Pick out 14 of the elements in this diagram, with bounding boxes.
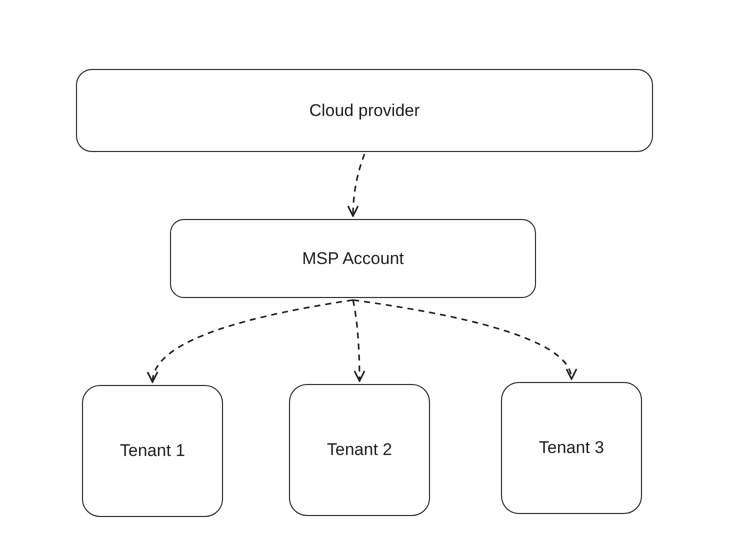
box-label: Tenant 2 <box>326 439 392 462</box>
dashed-arrow <box>352 300 366 382</box>
box-label: MSP Account <box>302 248 404 270</box>
rounded-box <box>501 382 642 514</box>
dashed-arrow <box>352 299 576 380</box>
dashed-arrow <box>347 154 366 217</box>
dashed-arrow <box>148 299 354 383</box>
rounded-box <box>170 219 536 298</box>
rounded-box <box>289 384 430 516</box>
box-label: Tenant 1 <box>120 440 186 462</box>
box-label: Cloud provider <box>309 100 420 122</box>
rounded-box <box>76 69 653 152</box>
rounded-box <box>82 385 223 517</box>
box-label: Tenant 3 <box>538 437 604 460</box>
